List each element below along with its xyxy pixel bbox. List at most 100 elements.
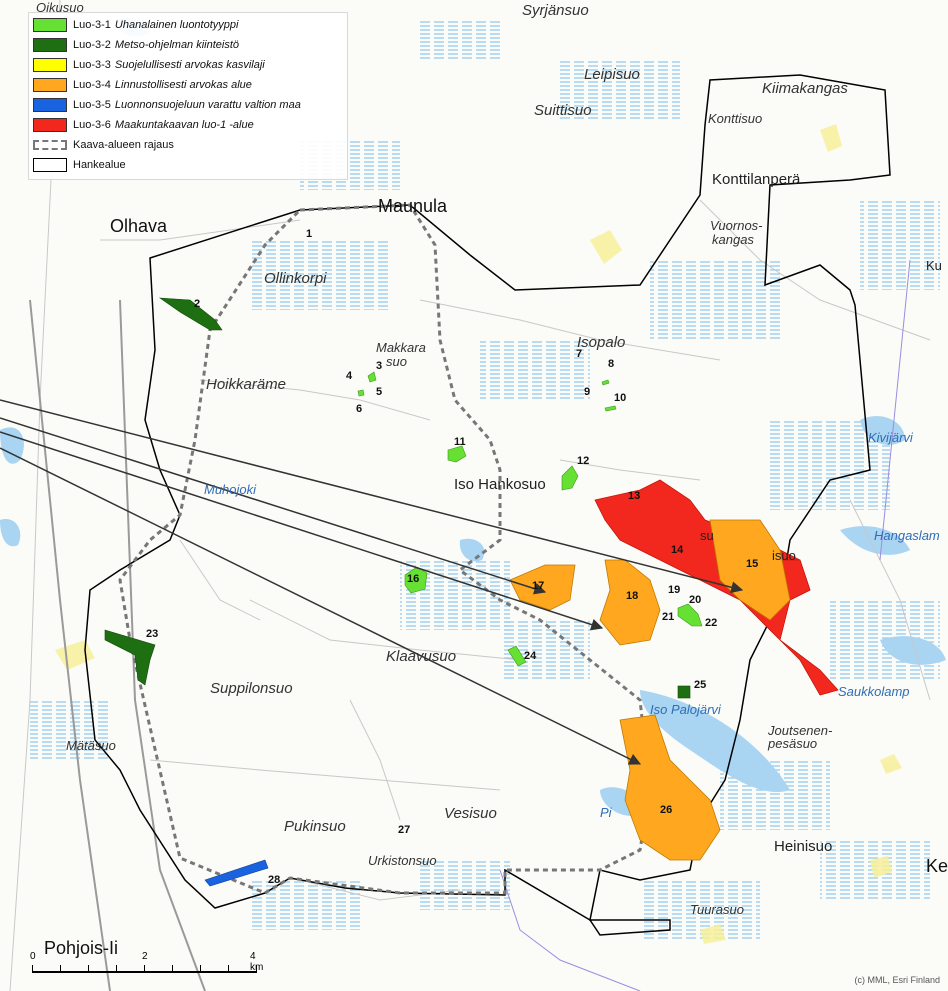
place-label: Joutsenen- <box>768 723 833 738</box>
place-label: pesäsuo <box>768 736 818 751</box>
scale-bar-tick <box>200 965 201 973</box>
site-number: 23 <box>146 628 159 640</box>
legend-swatch <box>33 118 67 132</box>
legend-label: Linnustollisesti arvokas alue <box>114 79 252 91</box>
place-label: Syrjänsuo <box>522 2 589 19</box>
roads <box>9 0 931 991</box>
scale-bar-tick <box>88 965 89 973</box>
place-label: Makkara <box>376 340 426 355</box>
place-label: Kivijärvi <box>868 430 913 445</box>
site-number: 17 <box>532 580 545 592</box>
admin-border-south <box>499 869 641 991</box>
site-number: 2 <box>194 298 201 310</box>
legend-label: Hankealue <box>73 159 126 171</box>
place-label: su <box>700 528 714 543</box>
scale-bar-label: 2 <box>142 951 148 962</box>
site-number: 20 <box>689 594 702 606</box>
legend-swatch <box>33 38 67 52</box>
place-label: Heinisuo <box>774 838 833 855</box>
place-label: Suppilonsuo <box>210 680 293 697</box>
site-number: 10 <box>614 392 627 404</box>
site-number: 6 <box>356 403 363 415</box>
legend-item: Kaava-alueen rajaus <box>33 135 343 155</box>
place-label: Iso Palojärvi <box>650 702 721 717</box>
site-number: 24 <box>524 650 537 662</box>
place-label: Suittisuo <box>534 102 592 119</box>
site-number: 9 <box>584 386 591 398</box>
place-label: Konttisuo <box>708 111 763 126</box>
site-number: 25 <box>694 679 707 691</box>
place-label: Oikusuo <box>36 0 84 15</box>
place-label: Vesisuo <box>444 805 497 822</box>
scale-bar: 0 2 4 km <box>28 951 263 979</box>
scale-bar-tick <box>256 965 257 973</box>
legend-item: Luo-3-5 Luonnonsuojeluun varattu valtion… <box>33 95 343 115</box>
place-label: Konttilanperä <box>712 171 801 188</box>
luo-3-2-areas <box>104 297 691 699</box>
site-number: 27 <box>398 824 411 836</box>
site-number: 4 <box>346 370 353 382</box>
place-label: Ollinkorpi <box>264 270 327 287</box>
legend-code: Luo-3-3 <box>73 59 111 71</box>
site-number: 11 <box>454 436 466 448</box>
scale-bar-label: 0 <box>30 951 36 962</box>
site-number: 19 <box>668 584 681 596</box>
lake-iso-palojarvi <box>640 690 790 792</box>
legend-item: Luo-3-3 Suojelullisesti arvokas kasvilaj… <box>33 55 343 75</box>
site-number: 16 <box>407 573 420 585</box>
place-label: Pi <box>600 805 612 820</box>
legend-label: Maakuntakaavan luo-1 -alue <box>114 119 254 131</box>
scale-bar-label: 4 km <box>250 951 264 973</box>
place-label: Kiimakangas <box>762 80 848 97</box>
legend-item: Luo-3-4 Linnustollisesti arvokas alue <box>33 75 343 95</box>
place-label: Hoikkaräme <box>206 376 287 393</box>
place-label: Isopalo <box>577 334 626 351</box>
scale-bar-tick <box>116 965 117 973</box>
place-label: Urkistonsuo <box>368 853 437 868</box>
site-number: 8 <box>608 358 615 370</box>
site-number: 12 <box>577 455 590 467</box>
legend-label: Kaava-alueen rajaus <box>73 139 174 151</box>
main-roads <box>29 299 206 991</box>
place-label: Tuurasuo <box>690 902 744 917</box>
place-label: Iso Hankosuo <box>454 476 546 493</box>
place-label: Pukinsuo <box>284 818 346 835</box>
legend-code: Luo-3-5 <box>73 99 111 111</box>
scale-bar-tick <box>32 965 33 973</box>
legend-swatch <box>33 78 67 92</box>
site-number: 7 <box>576 348 583 360</box>
map-legend: Luo-3-1 Uhanalainen luontotyyppi Luo-3-2… <box>28 12 348 180</box>
site-26-area <box>619 714 721 861</box>
legend-item: Luo-3-6 Maakuntakaavan luo-1 -alue <box>33 115 343 135</box>
site-number: 5 <box>376 386 383 398</box>
site-15-area <box>709 519 791 621</box>
legend-swatch-outline <box>33 158 67 172</box>
legend-item: Luo-3-2 Metso-ohjelman kiinteistö <box>33 35 343 55</box>
legend-code: Luo-3-6 <box>73 119 111 131</box>
site-number: 18 <box>626 590 639 602</box>
place-label: Olhava <box>110 216 168 236</box>
site-number: 22 <box>705 617 718 629</box>
site-number: 3 <box>376 360 383 372</box>
place-label: Maunula <box>378 196 448 216</box>
luo-3-5-area <box>204 859 269 887</box>
scale-bar-tick <box>60 965 61 973</box>
place-label: Leipisuo <box>584 66 640 83</box>
site-number: 13 <box>628 490 641 502</box>
scale-bar-tick <box>144 965 145 973</box>
place-label: Muhojoki <box>204 482 257 497</box>
luo-3-4-areas <box>509 519 791 861</box>
place-label: kangas <box>712 232 754 247</box>
place-label: Pohjois-Ii <box>44 938 119 958</box>
project-area-boundary <box>84 74 891 936</box>
site-number: 15 <box>746 558 759 570</box>
legend-swatch <box>33 58 67 72</box>
place-label: Vuornos- <box>710 218 763 233</box>
legend-label: Metso-ohjelman kiinteistö <box>114 39 240 51</box>
site-number: 14 <box>671 544 684 556</box>
site-number: 26 <box>660 804 673 816</box>
site-18-area <box>599 559 661 646</box>
site-number: 28 <box>268 874 281 886</box>
